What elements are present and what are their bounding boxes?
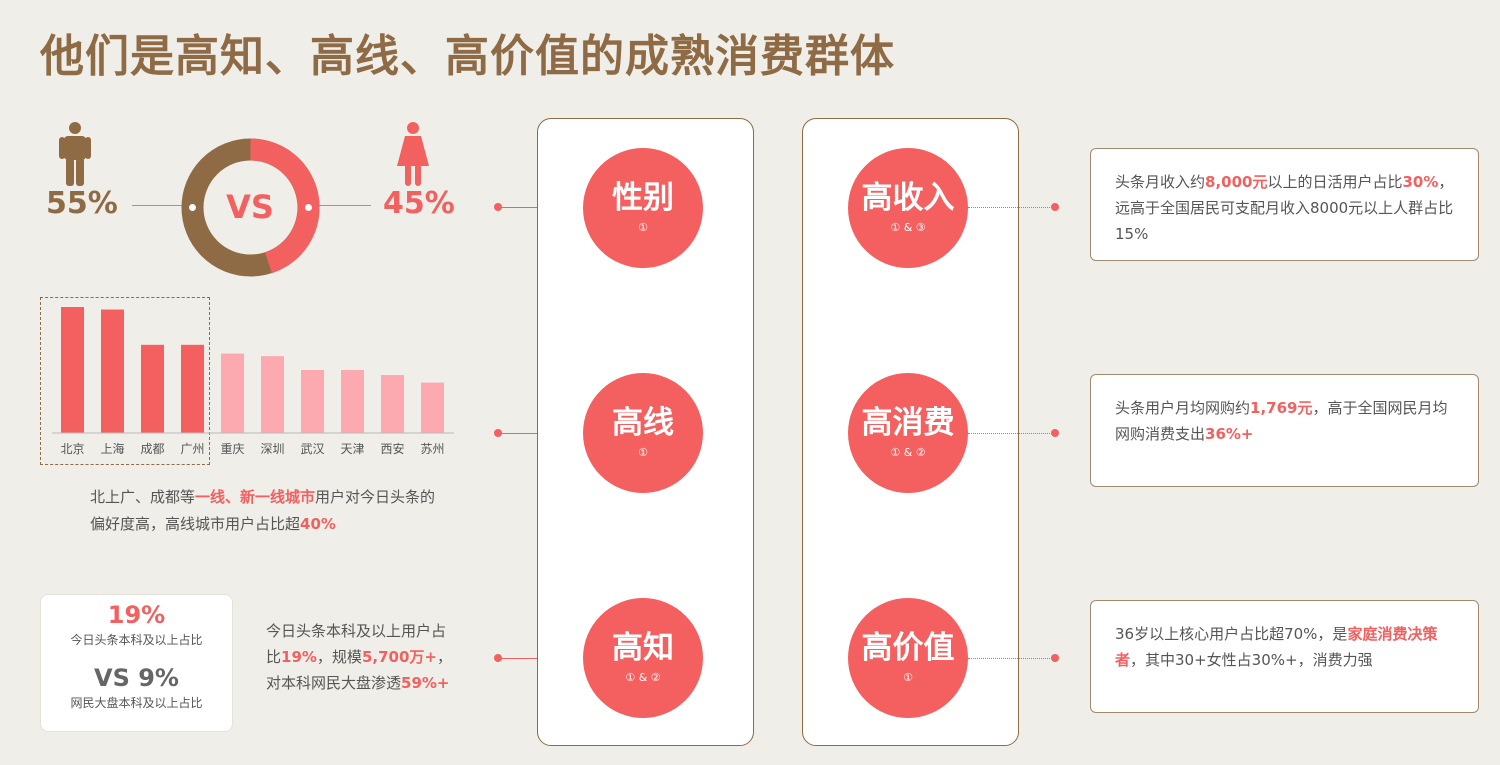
value-highlight: 家庭消费决策者 (1115, 625, 1438, 669)
connector-dot-gender (494, 203, 502, 211)
circle-high-value: 高价值 ① (848, 598, 968, 718)
toutiao-education-pct: 19% (107, 601, 166, 629)
bar-天津 (341, 370, 364, 433)
city-caption-pct: 40% (300, 515, 336, 533)
circle-education-label: 高知 (612, 630, 674, 666)
city-caption-line2: 偏好度高，高线城市用户占比超 (90, 515, 301, 533)
value-text-1: 36岁以上核心用户占比超70%，是 (1115, 625, 1348, 643)
bar-西安 (381, 375, 404, 433)
education-compare-card: 19% 今日头条本科及以上占比 VS 9% 网民大盘本科及以上占比 (40, 594, 233, 732)
education-desc-mid: ，规模 (316, 648, 362, 666)
circle-consumption-label: 高消费 (861, 405, 955, 441)
value-text-2: ，其中30+女性占30%+，消费力强 (1130, 651, 1373, 669)
bar-武汉 (301, 370, 324, 433)
circle-consumption-note: ① & ② (890, 446, 926, 459)
income-info-box: 头条月收入约8,000元以上的日活用户占比30%，远高于全国居民可支配月收入80… (1090, 148, 1479, 261)
circle-value-note: ① (903, 671, 913, 684)
city-caption-suffix: 用户对今日头条的 (315, 488, 436, 506)
male-person-icon (59, 122, 91, 186)
city-bar-chart: 北京 上海 成都 广州 重庆 深圳 武汉 天津 西安 苏州 (52, 307, 454, 456)
female-percentage: 45% (383, 186, 455, 221)
netizen-education-label: 网民大盘本科及以上占比 (70, 696, 203, 710)
circle-high-tier-city: 高线 ① (583, 373, 703, 493)
income-amount: 8,000元 (1205, 173, 1268, 191)
bar-上海 (101, 309, 124, 433)
connector-line-income (968, 207, 1054, 208)
connector-line-consumption (968, 433, 1054, 434)
circle-gender-label: 性别 (612, 180, 674, 216)
education-desc-prefix: 比 (266, 648, 282, 666)
connector-dot-education (494, 654, 502, 662)
tick-label-天津: 天津 (340, 442, 364, 456)
bar-广州 (181, 344, 204, 433)
bar-成都 (141, 344, 164, 433)
consumption-amount: 1,769元 (1250, 399, 1313, 417)
consumption-text-2: ，高于全国网民月均网购消费支出 (1115, 399, 1448, 443)
city-caption-prefix: 北上广、成都等 (90, 488, 196, 506)
tick-label-重庆: 重庆 (220, 442, 244, 456)
circle-gender: 性别 ① (583, 148, 703, 268)
male-connector-line (132, 205, 190, 206)
consumption-pct: 36%+ (1205, 425, 1254, 443)
circle-value-label: 高价值 (861, 630, 955, 666)
bar-苏州 (421, 382, 444, 433)
circle-city-note: ① (638, 446, 648, 459)
circle-income-note: ① & ③ (890, 221, 926, 234)
education-description: 今日头条本科及以上用户占 比19%，规模5,700万+， 对本科网民大盘渗透59… (266, 618, 452, 696)
circle-high-income: 高收入 ① & ③ (848, 148, 968, 268)
circle-income-label: 高收入 (861, 180, 955, 216)
connector-line-value (968, 658, 1054, 659)
circle-high-education: 高知 ① & ② (583, 598, 703, 718)
income-text-1: 头条月收入约 (1115, 173, 1206, 191)
income-pct: 30% (1402, 173, 1439, 191)
page-title: 他们是高知、高线、高价值的成熟消费群体 (40, 31, 895, 82)
tick-label-上海: 上海 (100, 441, 124, 456)
consumption-info-box: 头条用户月均网购约1,769元，高于全国网民月均网购消费支出36%+ (1090, 374, 1479, 487)
value-info-box: 36岁以上核心用户占比超70%，是家庭消费决策者，其中30+女性占30%+，消费… (1090, 600, 1479, 713)
education-desc-penetration: 59%+ (401, 674, 450, 692)
connector-dot-income (1051, 203, 1059, 211)
gender-donut-chart (181, 138, 320, 277)
education-desc-pct: 19% (281, 648, 317, 666)
circle-gender-note: ① (638, 221, 648, 234)
education-desc-suffix: ， (436, 648, 452, 666)
tick-label-成都: 成都 (140, 442, 164, 456)
tick-label-苏州: 苏州 (420, 442, 444, 456)
female-connector-line (313, 205, 371, 206)
bar-深圳 (261, 356, 284, 433)
circle-city-label: 高线 (612, 405, 674, 441)
circle-high-consumption: 高消费 ① & ② (848, 373, 968, 493)
netizen-education-pct: VS 9% (94, 664, 179, 692)
education-desc-line3: 对本科网民大盘渗透 (266, 674, 402, 692)
bar-重庆 (221, 353, 244, 433)
vs-label: VS (226, 188, 274, 226)
consumption-text-1: 头条用户月均网购约 (1115, 399, 1251, 417)
education-desc-line1: 今日头条本科及以上用户占 (266, 622, 447, 640)
income-text-3: ，远高于全国居民可支配月收入8000元以上人群占比15% (1115, 173, 1454, 243)
top-city-highlight-frame (40, 297, 210, 465)
tick-label-北京: 北京 (60, 442, 84, 456)
circle-education-note: ① & ② (625, 671, 661, 684)
male-percentage: 55% (46, 186, 118, 221)
connector-dot-consumption (1051, 429, 1059, 437)
tick-label-深圳: 深圳 (260, 442, 284, 456)
tick-label-武汉: 武汉 (300, 442, 324, 456)
toutiao-education-label: 今日头条本科及以上占比 (70, 633, 203, 647)
income-text-2: 以上的日活用户占比 (1267, 173, 1403, 191)
tick-label-广州: 广州 (180, 442, 204, 456)
connector-dot-value (1051, 654, 1059, 662)
city-caption-highlight: 一线、新一线城市 (195, 488, 316, 506)
tick-label-西安: 西安 (380, 441, 404, 456)
connector-dot-city (494, 429, 502, 437)
bar-北京 (61, 307, 84, 433)
education-desc-scale: 5,700万+ (361, 648, 437, 666)
female-person-icon (397, 122, 429, 186)
city-caption: 北上广、成都等一线、新一线城市用户对今日头条的 偏好度高，高线城市用户占比超40… (90, 484, 435, 538)
